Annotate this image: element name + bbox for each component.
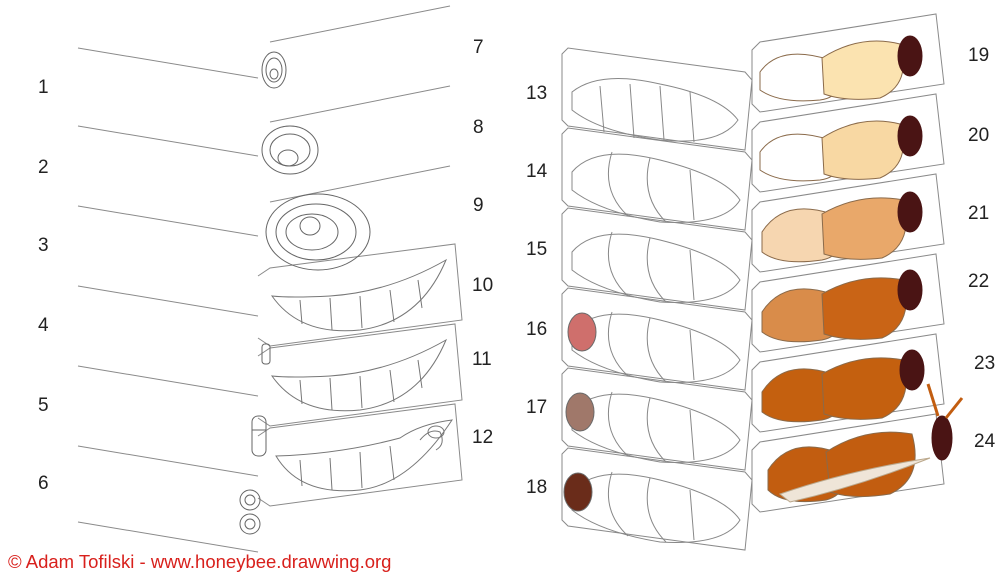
stage-label-14: 14 [526, 162, 547, 181]
stage-label-16: 16 [526, 320, 547, 339]
leader-line-bottom [78, 522, 258, 552]
stage-label-18: 18 [526, 478, 547, 497]
leader-line-4 [78, 286, 258, 316]
leader-line-7 [270, 6, 450, 42]
stage-18-eye [564, 473, 592, 511]
stage-label-13: 13 [526, 84, 547, 103]
stage-label-19: 19 [968, 46, 989, 65]
leader-line-6 [78, 446, 258, 476]
pupal-eyes [564, 313, 596, 511]
stage-label-4: 4 [38, 316, 49, 335]
stage-label-24: 24 [974, 432, 995, 451]
leader-line-3 [78, 206, 258, 236]
copyright-credit: © Adam Tofilski - www.honeybee.drawwing.… [8, 553, 391, 572]
cell-outline-13 [562, 48, 752, 150]
cell-outline-11 [258, 324, 462, 426]
stage-label-20: 20 [968, 126, 989, 145]
stage-label-15: 15 [526, 240, 547, 259]
leader-line-8 [270, 86, 450, 122]
stage-label-3: 3 [38, 236, 49, 255]
stage-11-larva [272, 340, 446, 411]
stage-label-10: 10 [472, 276, 493, 295]
middle-cell-column [562, 48, 752, 550]
stage-label-12: 12 [472, 428, 493, 447]
stage-16-eye [568, 313, 596, 351]
stage-4-egg [262, 344, 270, 364]
stage-label-5: 5 [38, 396, 49, 415]
stage-10-larva [272, 260, 446, 331]
stage-label-2: 2 [38, 158, 49, 177]
stage-label-6: 6 [38, 474, 49, 493]
stage-18-pupa [572, 472, 740, 543]
older-larvae [272, 260, 452, 491]
stage-label-11: 11 [472, 350, 492, 369]
stage-label-9: 9 [473, 196, 484, 215]
leader-line-2 [78, 126, 258, 156]
stage-1-larva [262, 52, 286, 88]
left-cell-column [78, 6, 462, 552]
leader-line-1 [78, 48, 258, 78]
stage-label-21: 21 [968, 204, 989, 223]
cell-outline-10 [258, 244, 462, 346]
stage-label-8: 8 [473, 118, 484, 137]
stage-3-larva [266, 194, 370, 270]
stage-6-egg [240, 490, 260, 534]
stage-label-17: 17 [526, 398, 547, 417]
leader-line-5 [78, 366, 258, 396]
stage-2-larva [262, 126, 318, 174]
stage-13-prepupa [572, 79, 738, 142]
stage-label-1: 1 [38, 78, 49, 97]
stage-label-23: 23 [974, 354, 995, 373]
stage-label-22: 22 [968, 272, 989, 291]
egg-and-young-larvae [240, 52, 370, 534]
stage-17-eye [566, 393, 594, 431]
stage-12-larva [276, 420, 452, 491]
stage-label-7: 7 [473, 38, 484, 57]
copyright-credit-text: © Adam Tofilski - www.honeybee.drawwing.… [8, 551, 391, 572]
